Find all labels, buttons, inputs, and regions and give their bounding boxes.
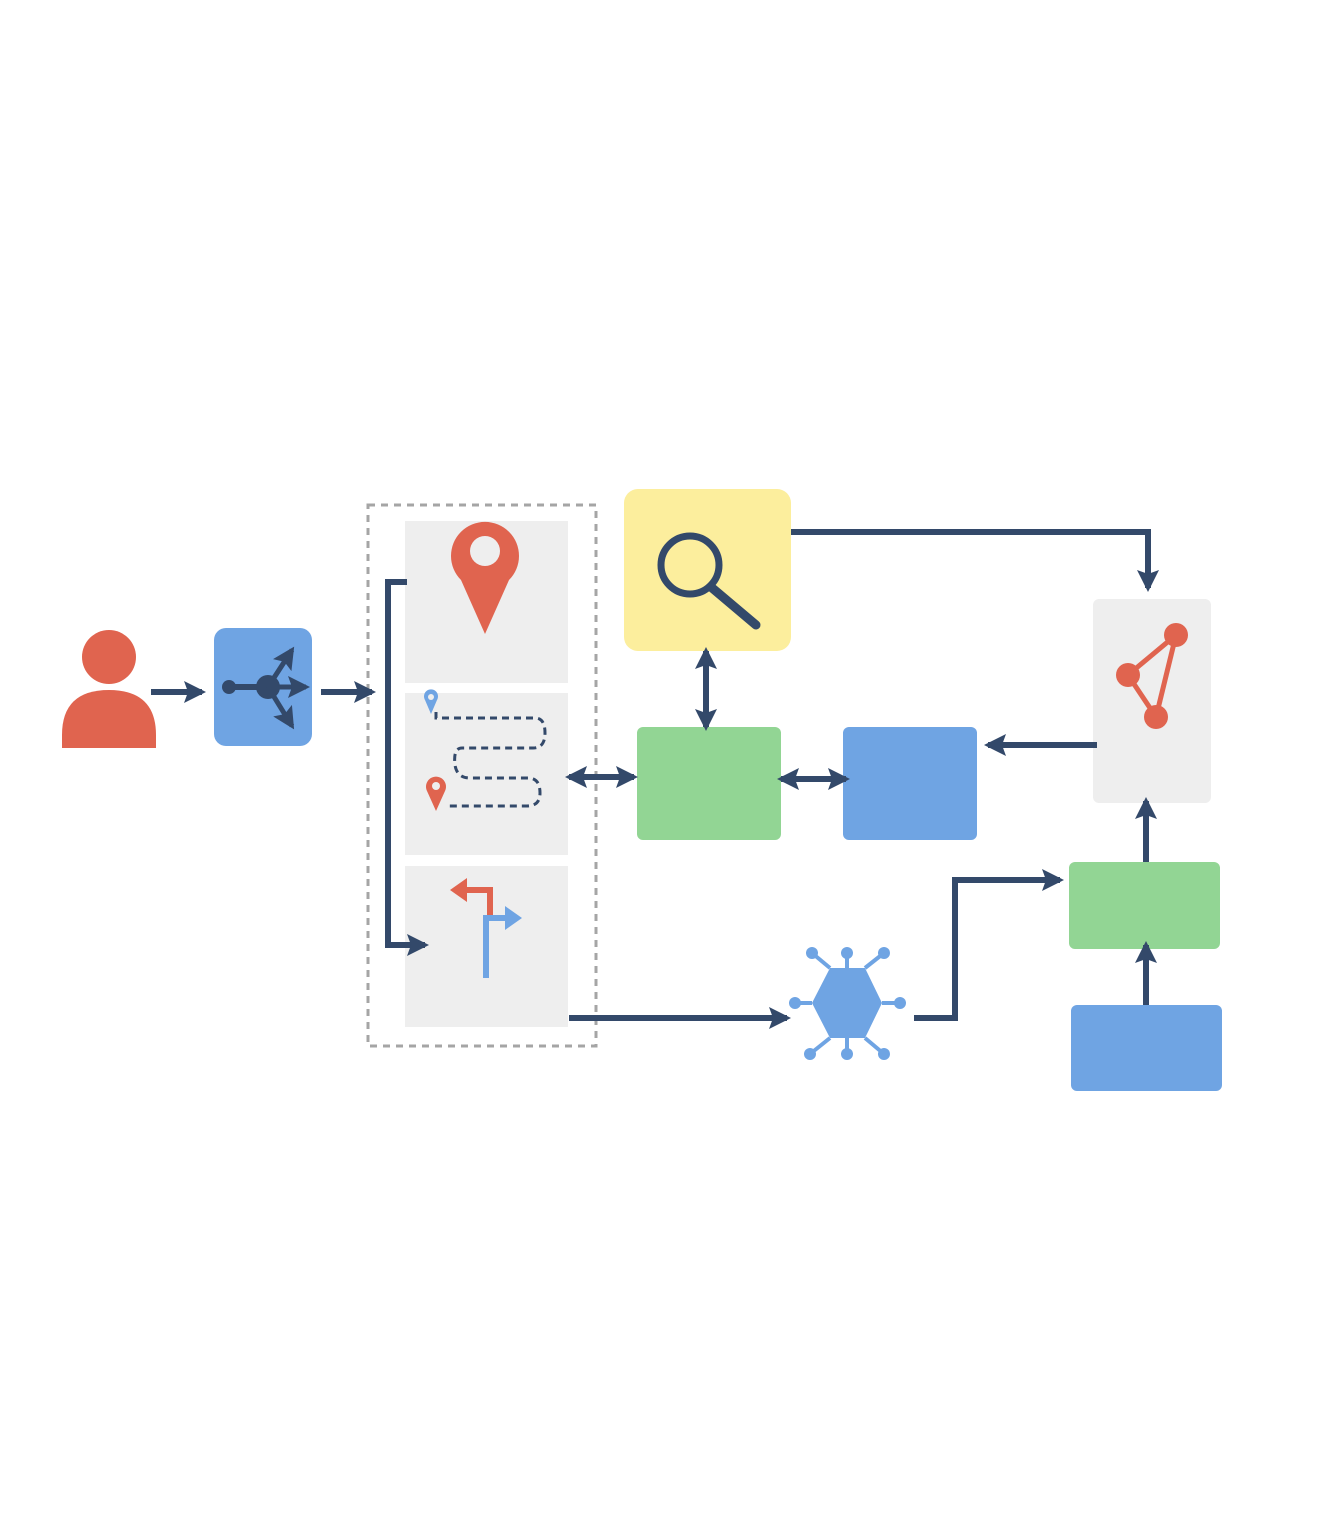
hexagon-network-icon[interactable] [789, 947, 906, 1060]
search-box[interactable] [624, 489, 791, 651]
signpost-turn-icon [450, 878, 522, 978]
arrow-hub-green [914, 869, 1064, 1021]
magnifier-icon [657, 532, 761, 630]
arrow-search-graph [791, 529, 1159, 592]
panel-route[interactable] [405, 689, 568, 855]
router-box[interactable] [214, 628, 312, 746]
green-right-box[interactable] [1069, 862, 1220, 949]
arrow-group-bracket [385, 579, 429, 956]
green-middle-box[interactable] [637, 727, 781, 840]
split-arrows-icon [222, 646, 310, 730]
blue-middle-box[interactable] [843, 727, 977, 840]
person-icon [62, 630, 156, 748]
dotted-route-icon [424, 689, 547, 811]
map-pin-icon [450, 521, 519, 634]
graph-panel[interactable] [1093, 599, 1211, 803]
blue-bottom-box[interactable] [1071, 1005, 1222, 1091]
panel-directions[interactable] [405, 866, 568, 1027]
triangle-graph-icon [1116, 623, 1188, 729]
panel-location[interactable] [405, 521, 568, 683]
